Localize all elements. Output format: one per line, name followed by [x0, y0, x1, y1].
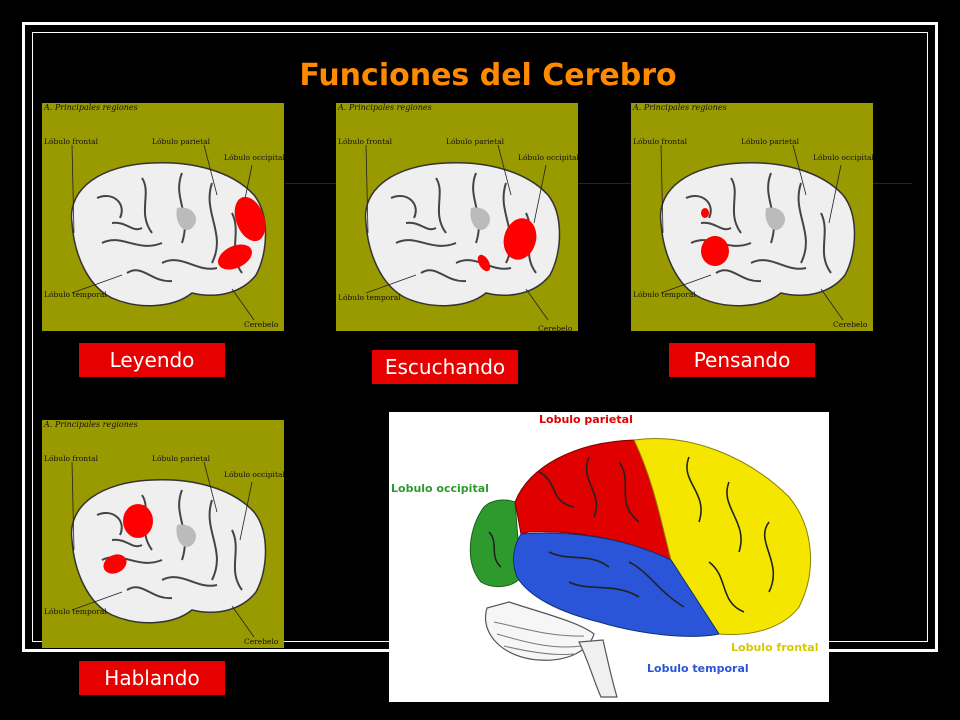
- label-lobulo-occipital: Lobulo occipital: [391, 482, 489, 495]
- panel-header: A. Principales regiones: [44, 103, 138, 112]
- activation-spot: [234, 196, 266, 242]
- panel-header: A. Principales regiones: [44, 420, 138, 429]
- frontal-lobe: [633, 438, 811, 636]
- label-lobulo-frontal: Lobulo frontal: [731, 641, 819, 654]
- label-parietal: Lóbulo parietal: [446, 137, 505, 146]
- brain-panel-hablando: A. Principales regiones Lóbulo frontal L…: [42, 420, 284, 648]
- brain-panel-leyendo: A. Principales regiones Lóbulo frontal L…: [42, 103, 284, 331]
- label-cerebelo: Cerebelo: [244, 637, 279, 646]
- label-temporal: Lóbulo temporal: [44, 607, 107, 616]
- label-cerebelo: Cerebelo: [833, 320, 868, 329]
- slide-title: Funciones del Cerebro: [299, 58, 677, 93]
- brain-illustration: [70, 461, 267, 638]
- activation-spot: [218, 244, 252, 270]
- label-parietal: Lóbulo parietal: [741, 137, 800, 146]
- label-frontal: Lóbulo frontal: [338, 137, 393, 146]
- brain-illustration: [70, 144, 267, 321]
- label-lobulo-temporal: Lobulo temporal: [647, 662, 749, 675]
- panel-header: A. Principales regiones: [338, 103, 432, 112]
- label-escuchando: Escuchando: [372, 350, 518, 384]
- activation-spot: [701, 236, 729, 266]
- label-frontal: Lóbulo frontal: [44, 137, 99, 146]
- brain-illustration: [659, 144, 856, 321]
- label-hablando: Hablando: [79, 661, 225, 695]
- activation-spot: [701, 208, 709, 218]
- activation-spot: [103, 554, 127, 574]
- activation-spot: [477, 254, 491, 272]
- label-leyendo: Leyendo: [79, 343, 225, 377]
- label-occipital: Lóbulo occipital: [224, 470, 284, 479]
- activation-spot: [503, 218, 537, 260]
- brain-panel-escuchando: A. Principales regiones Lóbulo frontal L…: [336, 103, 578, 331]
- label-parietal: Lóbulo parietal: [152, 454, 211, 463]
- divider-line: [578, 183, 632, 184]
- label-occipital: Lóbulo occipital: [518, 153, 578, 162]
- brain-panel-pensando: A. Principales regiones Lóbulo frontal L…: [631, 103, 873, 331]
- lobe-diagram: Lobulo parietal Lobulo occipital Lobulo …: [389, 412, 829, 702]
- occipital-lobe: [469, 499, 522, 588]
- label-frontal: Lóbulo frontal: [44, 454, 99, 463]
- brain-illustration: [364, 144, 561, 321]
- label-lobulo-parietal: Lobulo parietal: [539, 413, 633, 426]
- label-pensando: Pensando: [669, 343, 815, 377]
- label-occipital: Lóbulo occipital: [813, 153, 873, 162]
- panel-header: A. Principales regiones: [633, 103, 727, 112]
- label-cerebelo: Cerebelo: [244, 320, 279, 329]
- temporal-lobe: [513, 532, 720, 637]
- label-parietal: Lóbulo parietal: [152, 137, 211, 146]
- divider-line: [285, 183, 337, 184]
- label-temporal: Lóbulo temporal: [633, 290, 696, 299]
- label-occipital: Lóbulo occipital: [224, 153, 284, 162]
- label-cerebelo: Cerebelo: [538, 324, 573, 331]
- label-temporal: Lóbulo temporal: [44, 290, 107, 299]
- label-temporal: Lóbulo temporal: [338, 293, 401, 302]
- lobe-illustration: [469, 438, 811, 698]
- activation-spot: [123, 504, 153, 538]
- divider-line: [872, 183, 912, 184]
- label-frontal: Lóbulo frontal: [633, 137, 688, 146]
